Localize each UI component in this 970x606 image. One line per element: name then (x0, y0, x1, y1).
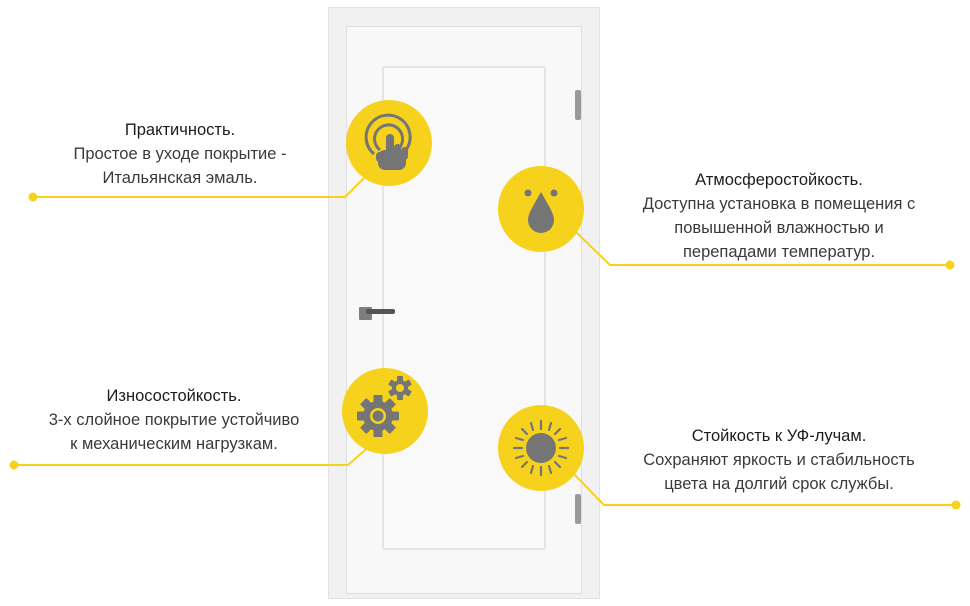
wear-resistance-badge (342, 368, 428, 454)
leader-line-practicality (33, 173, 369, 198)
practicality-title: Практичность. (124, 121, 236, 139)
leader-dot-weather (945, 260, 955, 270)
leader-dot-uv (951, 500, 961, 510)
leader-line-weather (575, 231, 950, 266)
uv-resistance-badge (498, 405, 584, 491)
uv-desc-line-2: цвета на долгий срок службы. (664, 475, 894, 493)
practicality-badge (346, 100, 432, 186)
door-hinge-bottom (575, 494, 581, 524)
wear-desc-line-2: к механическим нагрузкам. (70, 435, 278, 453)
door-hinge-top (575, 90, 581, 120)
wear-text: Износостойкость. 3-х слойное покрытие ус… (4, 384, 344, 456)
weather-desc-line-1: Доступна установка в помещения с (642, 195, 916, 213)
wear-title: Износостойкость. (106, 387, 242, 405)
gears-icon (357, 376, 412, 437)
water-drops-icon (524, 189, 558, 233)
practicality-desc-line-1: Простое в уходе покрытие - (73, 145, 287, 163)
sun-icon (512, 419, 570, 477)
weather-desc-line-3: перепадами температур. (682, 243, 876, 261)
leader-line-wear (14, 443, 373, 466)
weather-title: Атмосферостойкость. (695, 171, 863, 189)
uv-title: Стойкость к УФ-лучам. (691, 427, 867, 445)
touch-hand-icon (364, 113, 412, 170)
weather-desc-line-2: повышенной влажностью и (674, 219, 884, 237)
wear-desc-line-1: 3-х слойное покрытие устойчиво (48, 411, 300, 429)
door-handle-lever (366, 309, 395, 314)
leader-dot-practicality (28, 192, 38, 202)
weather-text: Атмосферостойкость. Доступна установка в… (600, 168, 958, 264)
uv-text: Стойкость к УФ-лучам. Сохраняют яркость … (602, 424, 956, 496)
practicality-text: Практичность. Простое в уходе покрытие -… (20, 118, 340, 190)
leader-line-uv (569, 469, 956, 506)
leader-dot-wear (9, 460, 19, 470)
weather-badge (498, 166, 584, 252)
uv-desc-line-1: Сохраняют яркость и стабильность (643, 451, 915, 469)
practicality-desc-line-2: Итальянская эмаль. (102, 169, 258, 187)
